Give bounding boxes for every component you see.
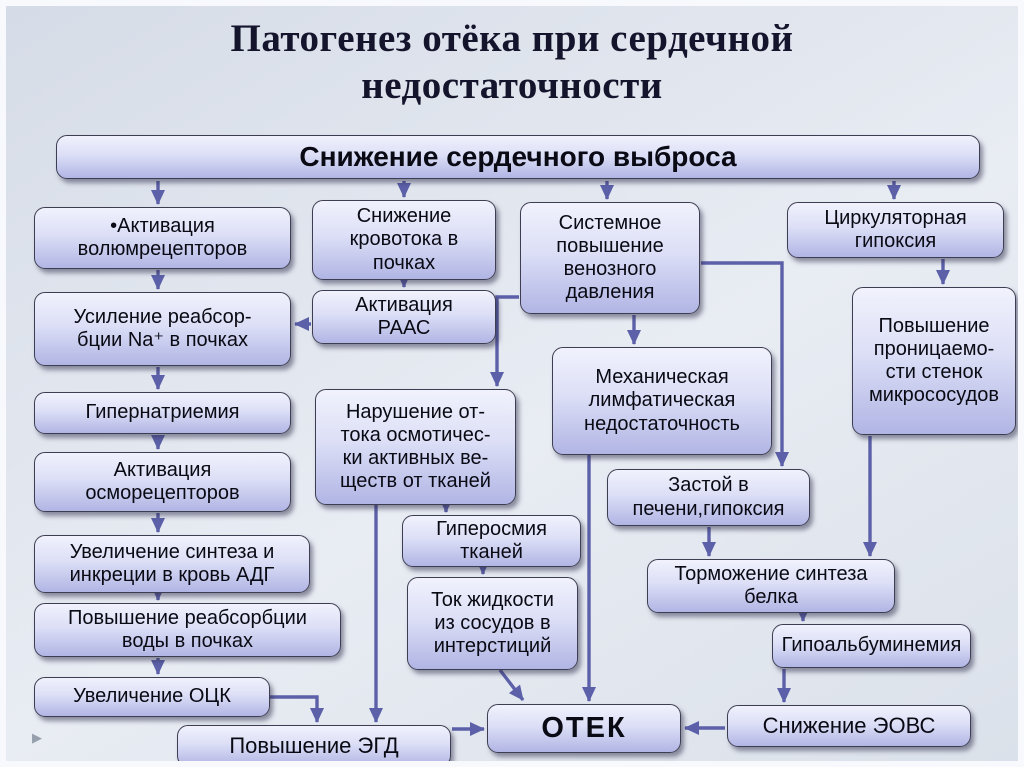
node-liver-congestion-hypoxia: Застой в печени,гипоксия [607,469,810,526]
node-cardiac-output-decrease: Снижение сердечного выброса [56,135,980,179]
node-systemic-venous-pressure-increase: Системное повышение венозного давления [520,202,700,314]
node-osmotic-outflow-disturbance: Нарушение от- тока осмотичес- ки активны… [315,389,516,505]
page-title: Патогенез отёка при сердечной недостаточ… [230,17,794,107]
node-oncotic-pressure-decrease: Снижение ЭОВС [727,705,971,747]
node-hypoalbuminemia: Гипоальбуминемия [772,624,971,668]
slide-nav-triangle-icon: ▶ [32,730,42,745]
arrow-venous-to-outflow [490,295,519,387]
arrow-fluid_flow-to-otek [498,668,525,702]
node-hypernatremia: Гипернатриемия [34,392,291,434]
node-osmoreceptor-activation: Активация осморецепторов [34,452,291,512]
node-mechanical-lymphatic-insufficiency: Механическая лимфатическая недостаточнос… [552,347,772,455]
node-fluid-flow-to-interstitium: Ток жидкости из сосудов в интерстиций [407,577,578,670]
node-water-reabsorption-increase: Повышение реабсорбции воды в почках [34,603,341,657]
node-na-reabsorption-increase: Усиление реабсор- бции Na⁺ в почках [34,292,291,366]
node-tissue-hyperosmia: Гиперосмия тканей [402,515,581,567]
node-circulatory-hypoxia: Циркуляторная гипоксия [787,202,1004,258]
node-microvessel-permeability-increase: Повышение проницаемо- сти стенок микросо… [852,287,1016,435]
arrow-ock-to-egd [270,695,324,723]
arrows-layer [151,181,950,736]
node-hydrostatic-pressure-increase: Повышение ЭГД [177,725,451,761]
node-raas-activation: Активация РААС [312,290,496,344]
arrow-venous-to-liver [701,261,789,467]
node-renal-blood-flow-decrease: Снижение кровотока в почках [312,200,496,280]
node-adh-synthesis-increase: Увеличение синтеза и инкреции в кровь АД… [34,535,310,593]
node-blood-volume-increase: Увеличение ОЦК [34,677,270,717]
node-volume-receptor-activation: •Активация волюмрецепторов [34,207,291,269]
node-protein-synthesis-inhibition: Торможение синтеза белка [647,559,895,613]
node-edema: ОТЕК [487,704,681,753]
